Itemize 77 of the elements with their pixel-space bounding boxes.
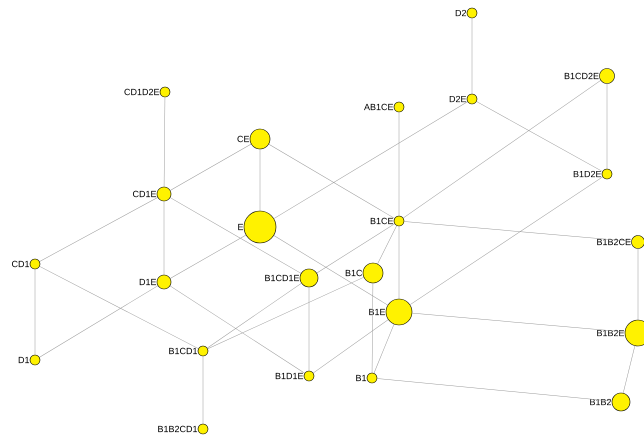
graph-node: B1B2CE — [597, 235, 644, 249]
graph-node: E — [238, 210, 276, 244]
edge-line — [170, 144, 252, 191]
graph-node: B1CD1 — [169, 346, 208, 356]
graph-node: B1 — [356, 372, 378, 384]
edge-line — [377, 378, 612, 402]
node-label: B1D2E — [574, 170, 602, 178]
edge-line — [412, 312, 625, 332]
graph-node: B1D1E — [276, 370, 314, 382]
node-label: D2E — [450, 96, 466, 102]
node-label: B1C — [346, 270, 362, 276]
node-label: CD1D2E — [124, 88, 160, 96]
graph-node: B1B2 — [590, 392, 630, 412]
node-label: B1CD1 — [169, 348, 198, 354]
graph-node: AB1CE — [364, 102, 404, 112]
graph-node: B1CE — [370, 216, 404, 226]
node-label: B1CD2E — [564, 72, 599, 80]
graph-node: B1B2E — [597, 320, 644, 346]
graph-node: D2 — [456, 8, 478, 18]
node-label: B1B2 — [590, 398, 612, 406]
graph-node: D2E — [450, 94, 478, 104]
node-label: B1 — [356, 374, 366, 382]
edge-line — [170, 234, 246, 279]
edge-line — [39, 197, 158, 262]
node-label: CD1E — [132, 190, 156, 198]
graph-node: CD1E — [132, 186, 172, 202]
node-label: CE — [237, 136, 250, 142]
edge-line — [398, 112, 400, 216]
graph-node: CE — [237, 128, 270, 150]
edge-line — [410, 176, 603, 305]
edge-line — [207, 283, 302, 348]
graph-node: CD1 — [12, 258, 40, 270]
edge-line — [39, 286, 158, 358]
node-label: AB1CE — [364, 104, 394, 110]
graph-node: D1E — [140, 274, 172, 290]
edge-line — [622, 346, 636, 394]
node-label: CD1 — [12, 260, 30, 268]
edge-line — [308, 287, 310, 371]
graph-node: B1CD1E — [265, 268, 318, 288]
edge-line — [39, 266, 199, 349]
edge-line — [268, 144, 395, 219]
edge-line — [313, 319, 388, 374]
node-label: D1 — [18, 356, 30, 364]
node-label: B1B2CD1 — [158, 426, 198, 432]
node-label: B1CD1E — [265, 274, 300, 282]
graph-node: B1B2CD1 — [158, 424, 208, 434]
edge-line — [374, 324, 394, 374]
node-label: B1D1E — [276, 372, 304, 380]
edge-line — [606, 84, 608, 169]
edge-line — [208, 277, 364, 350]
edge-line — [377, 226, 397, 264]
edge-line — [404, 221, 632, 242]
edge-line — [164, 97, 166, 187]
edge-line — [476, 101, 603, 172]
node-label: B1B2E — [597, 330, 624, 336]
graph-node: CD1D2E — [124, 86, 170, 98]
graph-node: B1CD2E — [564, 68, 615, 84]
edge-line — [34, 269, 36, 355]
node-label: B1B2CE — [597, 238, 631, 246]
edge-line — [403, 80, 601, 218]
edge-line — [398, 226, 400, 299]
node-label: E — [238, 224, 244, 230]
node-label: B1E — [369, 308, 386, 316]
edge-line — [274, 102, 468, 219]
node-label: D2 — [456, 10, 466, 16]
graph-node: B1D2E — [574, 168, 612, 180]
edge-line — [170, 286, 305, 374]
node-label: B1CE — [370, 218, 394, 224]
graph-node: D1 — [18, 354, 40, 366]
edge-line — [202, 356, 204, 424]
edge-line — [316, 224, 395, 274]
edge-line — [170, 197, 302, 274]
node-label: D1E — [140, 278, 156, 286]
edge-line — [274, 235, 388, 306]
edge-line — [372, 283, 374, 373]
graph-node: B1C — [346, 262, 384, 284]
graph-node: B1E — [369, 298, 412, 326]
